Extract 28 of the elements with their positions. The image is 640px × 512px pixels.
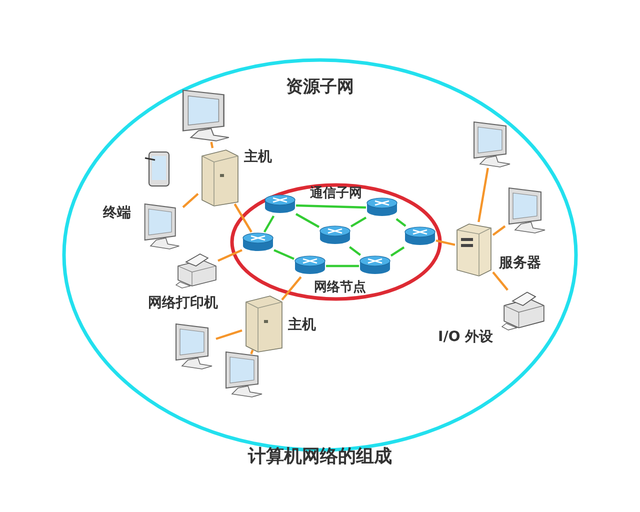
cable-line (250, 350, 254, 354)
device-label: I/O 外设 (438, 328, 494, 346)
cable-line (263, 215, 275, 233)
cable-line (492, 271, 508, 291)
cable-line (350, 216, 367, 228)
cable-line (274, 249, 294, 260)
device-label: 网络打印机 (148, 294, 218, 312)
caption: 计算机网络的组成 (246, 445, 393, 468)
subnet-title: 网络节点 (314, 279, 366, 297)
cable-line (326, 264, 359, 268)
cable-line (281, 276, 302, 301)
cable-line (216, 329, 242, 340)
cable-line (396, 218, 406, 227)
cable-line (234, 203, 252, 233)
device-label: 服务器 (499, 254, 541, 272)
cable-line (210, 142, 214, 148)
cable-line (436, 239, 456, 246)
device-label: 主机 (288, 316, 316, 334)
device-label: 终端 (103, 204, 131, 222)
cable-line (295, 213, 320, 228)
cable-line (296, 204, 366, 209)
cable-line (492, 225, 506, 236)
cable-line (182, 193, 199, 208)
device-label: 主机 (244, 148, 272, 166)
cable-line (390, 246, 405, 257)
cable-line (349, 246, 361, 256)
subnet-title: 资源子网 (285, 78, 355, 96)
subnet-title: 通信子网 (309, 185, 363, 203)
